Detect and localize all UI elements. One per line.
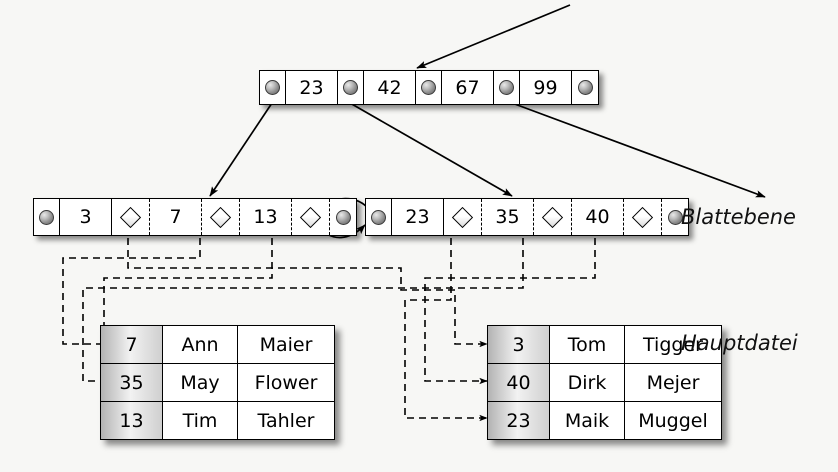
node-pointer-cell[interactable] bbox=[416, 71, 442, 104]
diamond-icon bbox=[631, 206, 654, 228]
node-key-label: 42 bbox=[377, 76, 402, 99]
leaf-node-right[interactable]: 23 35 40 bbox=[365, 198, 689, 236]
node-key-cell[interactable]: 67 bbox=[442, 71, 494, 104]
arrow-root-to-leaf-left bbox=[209, 102, 273, 197]
node-key-cell[interactable]: 40 bbox=[572, 199, 624, 235]
caption-leaf-level: Blattebene bbox=[681, 205, 796, 229]
record-firstname-cell: Dirk bbox=[550, 364, 625, 401]
arrow-into-root bbox=[416, 4, 571, 69]
record-pointer-cell[interactable] bbox=[444, 199, 482, 235]
record-firstname-cell: Tim bbox=[163, 402, 238, 439]
node-pointer-cell[interactable] bbox=[330, 199, 356, 235]
node-pointer-cell[interactable] bbox=[366, 199, 392, 235]
node-key-cell[interactable]: 23 bbox=[392, 199, 444, 235]
node-key-label: 67 bbox=[455, 76, 480, 99]
index-node-root[interactable]: 23 42 67 99 bbox=[259, 70, 599, 105]
pointer-ball-icon bbox=[265, 80, 280, 95]
diamond-icon bbox=[451, 206, 474, 228]
record-lastname-cell: Tahler bbox=[257, 409, 315, 432]
node-key-label: 23 bbox=[405, 206, 430, 228]
node-key-label: 99 bbox=[533, 76, 558, 99]
diamond-icon bbox=[299, 206, 322, 228]
record-pointer-cell[interactable] bbox=[534, 199, 572, 235]
pointer-ball-icon bbox=[667, 209, 683, 225]
record-key-cell: 23 bbox=[488, 402, 550, 439]
record-lastname-cell: Mejer bbox=[646, 371, 700, 394]
record-pointer-40 bbox=[424, 238, 596, 385]
node-pointer-cell[interactable] bbox=[338, 71, 364, 104]
record-key-cell: 7 bbox=[101, 326, 163, 363]
node-key-label: 23 bbox=[299, 76, 324, 99]
pointer-ball-icon bbox=[499, 80, 514, 95]
record-lastname-cell: Flower bbox=[254, 371, 318, 394]
node-pointer-cell[interactable] bbox=[34, 199, 60, 235]
node-key-label: 35 bbox=[495, 206, 520, 228]
record-firstname-cell: May bbox=[163, 364, 238, 401]
node-key-label: 13 bbox=[253, 206, 278, 228]
node-key-cell[interactable]: 3 bbox=[60, 199, 112, 235]
record-firstname-cell: Maik bbox=[550, 402, 625, 439]
record-key-cell: 40 bbox=[488, 364, 550, 401]
node-pointer-cell[interactable] bbox=[494, 71, 520, 104]
node-key-label: 40 bbox=[585, 206, 610, 228]
record-pointer-23 bbox=[404, 238, 488, 422]
record-firstname-cell: Tom bbox=[550, 326, 625, 363]
record-pointer-cell[interactable] bbox=[292, 199, 330, 235]
pointer-ball-icon bbox=[421, 80, 436, 95]
node-pointer-cell[interactable] bbox=[260, 71, 286, 104]
node-pointer-cell[interactable] bbox=[572, 71, 598, 104]
record-pointer-cell[interactable] bbox=[202, 199, 240, 235]
node-key-cell[interactable]: 7 bbox=[150, 199, 202, 235]
record-firstname-cell: Ann bbox=[163, 326, 238, 363]
node-key-cell[interactable]: 23 bbox=[286, 71, 338, 104]
diamond-icon bbox=[209, 206, 232, 228]
record-lastname-cell: Muggel bbox=[638, 409, 708, 432]
node-key-cell[interactable]: 35 bbox=[482, 199, 534, 235]
pointer-ball-icon bbox=[343, 80, 358, 95]
diamond-icon bbox=[541, 206, 564, 228]
node-key-label: 3 bbox=[79, 206, 92, 228]
pointer-ball-icon bbox=[371, 209, 386, 225]
record-key-cell: 3 bbox=[488, 326, 550, 363]
arrow-root-to-right-subtree bbox=[511, 102, 766, 198]
arrow-root-to-leaf-right bbox=[349, 102, 513, 197]
record-lastname-cell: Tigger bbox=[643, 333, 703, 356]
diamond-icon bbox=[119, 206, 142, 228]
node-key-cell[interactable]: 99 bbox=[520, 71, 572, 104]
node-key-label: 7 bbox=[169, 206, 182, 228]
caption-main-file: Hauptdatei bbox=[681, 331, 798, 355]
record-pointer-cell[interactable] bbox=[112, 199, 150, 235]
record-key-cell: 13 bbox=[101, 402, 163, 439]
node-key-cell[interactable]: 13 bbox=[240, 199, 292, 235]
record-pointer-7 bbox=[62, 238, 201, 348]
record-key-cell: 35 bbox=[101, 364, 163, 401]
record-pointer-3 bbox=[127, 238, 488, 348]
pointer-ball-icon bbox=[335, 209, 351, 225]
leaf-node-left[interactable]: 3 7 13 bbox=[33, 198, 357, 236]
record-pointer-cell[interactable] bbox=[624, 199, 662, 235]
node-pointer-cell[interactable] bbox=[662, 199, 688, 235]
pointer-ball-icon bbox=[39, 209, 54, 225]
pointer-ball-icon bbox=[577, 80, 593, 95]
record-lastname-cell: Maier bbox=[259, 333, 313, 356]
node-key-cell[interactable]: 42 bbox=[364, 71, 416, 104]
